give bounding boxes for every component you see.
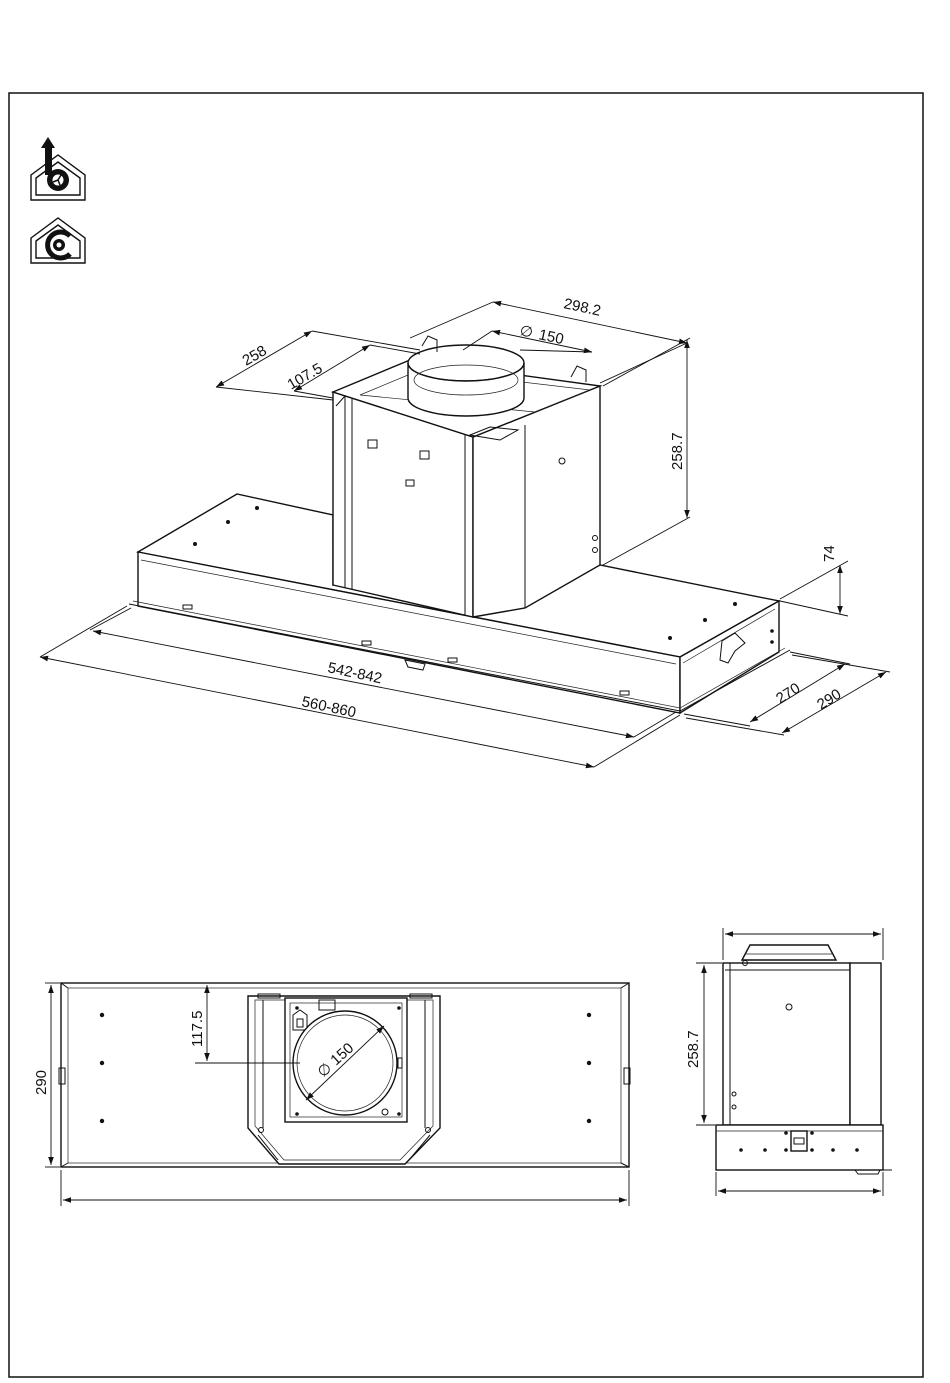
dim-top-view-depth: 290 <box>33 1070 50 1095</box>
dim-inner-length: 542-842 <box>326 659 383 687</box>
dim-outer-depth: 290 <box>814 686 844 714</box>
recirculation-mode-icon: c <box>0 0 85 263</box>
dim-duct-width: 298.2 <box>562 295 602 319</box>
dim-top-view-duct-offset: 117.5 <box>189 1011 206 1047</box>
dim-duct-diameter: 150 <box>537 326 565 348</box>
dim-duct-offset: 107.5 <box>285 360 326 393</box>
dim-outer-length: 560-860 <box>300 693 357 721</box>
dim-inner-depth: 270 <box>773 680 803 708</box>
dim-body-height: 74 <box>821 545 838 562</box>
ducted-icon-letter: b <box>0 0 1 1</box>
dim-depth: 258 <box>240 342 270 369</box>
recirculation-icon-letter: c <box>0 0 1 1</box>
dim-side-view-height: 258.7 <box>685 1030 702 1068</box>
side-view: 258.7 <box>685 928 892 1196</box>
dim-chimney-height: 258.7 <box>669 432 686 470</box>
isometric-view: 298.2 ∅ 150 258 107.5 258.7 74 542-842 <box>40 295 890 767</box>
diameter-symbol-top: ∅ <box>518 322 534 341</box>
top-view: 117.5 ∅ 150 290 <box>33 983 630 1206</box>
ducted-extraction-mode-icon: b <box>0 0 85 200</box>
page-frame <box>9 93 923 1377</box>
